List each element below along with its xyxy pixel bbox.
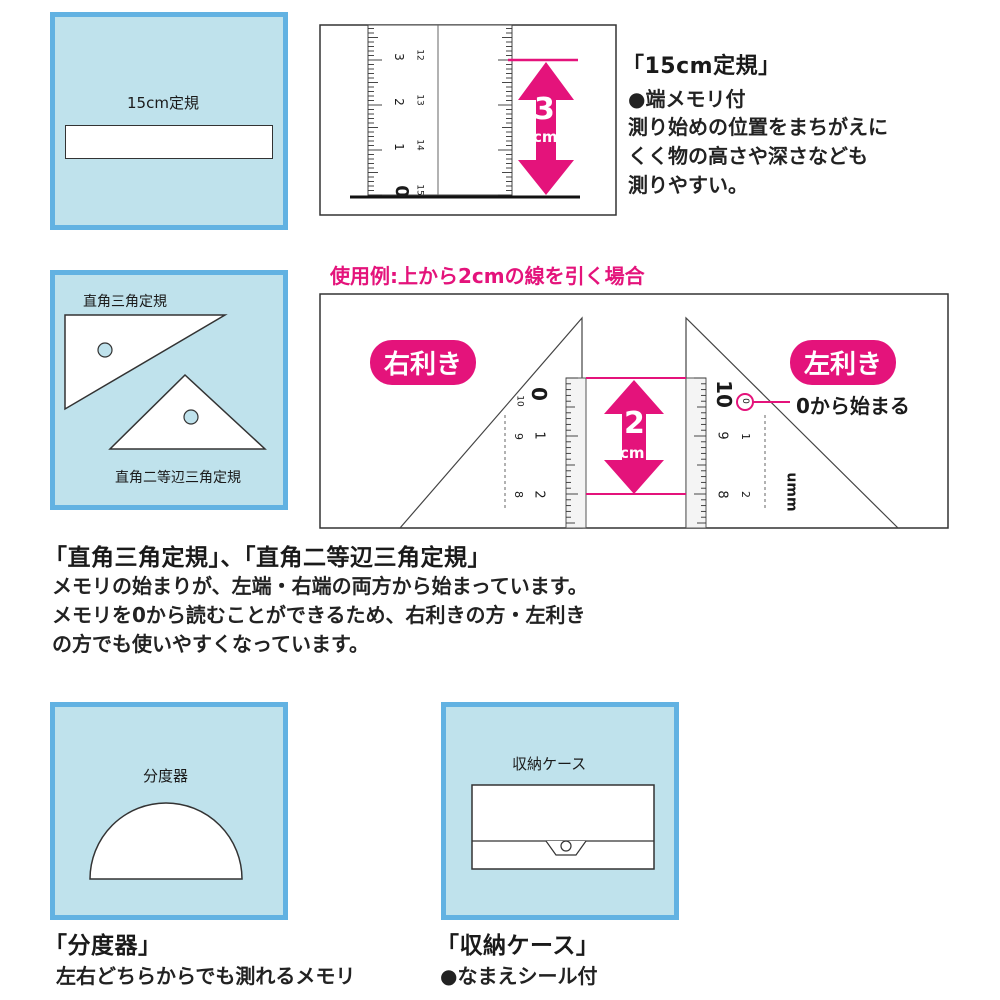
ruler-major-label: 0 [390,185,412,198]
ruler-heading: 「15cm定規」 [622,54,781,79]
triangle-thumbnail-panel: 直角三角定規 直角二等辺三角定規 [50,270,288,510]
triangle-panel-label-top: 直角三角定規 [83,294,167,310]
case-panel-label: 収納ケース [512,755,587,773]
triangle-heading: 「直角三角定規」、「直角二等辺三角定規」 [44,545,491,571]
case-shape [471,784,655,870]
ruler-ticks-left [368,28,382,196]
ruler-minor-label: 14 [414,139,425,151]
ruler-thumbnail-panel: 15cm定規 [50,12,288,230]
right-ruler-small-0: 0 [739,398,750,404]
ruler-bullet: ●端メモリ付 [628,87,746,111]
ruler-minor-label: 13 [414,94,425,106]
right-hand-label: 右利き [370,340,477,385]
left-ruler-num-2: 2 [531,490,547,499]
triangle-arrow-unit: cm [620,444,645,462]
usage-example-caption: 使用例:上から2cmの線を引く場合 [330,264,645,288]
brand-mark: umm [783,472,800,512]
triangle-shapes [64,314,267,450]
ruler-desc-line-1: 測り始めの位置をまちがえに [628,115,888,139]
ruler-desc-line-3: 測りやすい。 [628,173,748,197]
case-desc: ●なまえシール付 [440,964,598,988]
zero-start-label: 0から始まる [796,394,910,418]
triangle-desc-line-3: の方でも使いやすくなっています。 [52,632,369,656]
right-ruler-num-10: 10 [711,380,736,408]
ruler-major-label: 2 [391,98,406,106]
ruler-shape [65,125,273,159]
left-ruler-num-1: 1 [531,431,547,440]
ruler-major-label: 3 [391,53,406,61]
ruler-arrow-unit: cm [533,128,558,146]
protractor-panel-label: 分度器 [143,767,189,785]
ruler-minor-label: 15 [414,184,425,196]
ruler-minor-label: 12 [414,49,425,61]
case-heading: 「収納ケース」 [436,933,600,959]
protractor-heading: 「分度器」 [44,933,162,959]
left-ruler-small-8: 8 [512,491,525,498]
ruler-panel-label: 15cm定規 [127,94,199,112]
ruler-desc-line-2: くく物の高さや深さなども [628,144,868,168]
triangle-desc-line-2: メモリを0から読むことができるため、右利きの方・左利き [52,603,586,627]
triangle-panel-label-bottom: 直角二等辺三角定規 [115,470,241,486]
right-ruler-num-9: 9 [714,431,730,440]
left-ruler-num-0: 0 [526,387,551,401]
triangle-desc-line-1: メモリの始まりが、左端・右端の両方から始まっています。 [52,574,588,598]
left-hand-label: 左利き [790,340,897,385]
case-thumbnail-panel: 収納ケース [441,702,679,920]
triangle-arrow-number: 2 [624,406,645,441]
protractor-desc: 左右どちらからでも測れるメモリ [56,964,356,988]
right-ruler-small-1: 1 [739,433,752,440]
protractor-thumbnail-panel: 分度器 [50,702,288,920]
right-ruler-small-2: 2 [739,491,752,498]
ruler-ticks-right [498,28,512,196]
right-ruler-num-8: 8 [714,490,730,499]
left-ruler-small-9: 9 [512,433,525,440]
ruler-arrow-number: 3 [534,92,555,127]
protractor-shape [89,802,243,880]
left-ruler-small-10: 10 [514,395,525,407]
ruler-major-label: 1 [391,143,406,151]
